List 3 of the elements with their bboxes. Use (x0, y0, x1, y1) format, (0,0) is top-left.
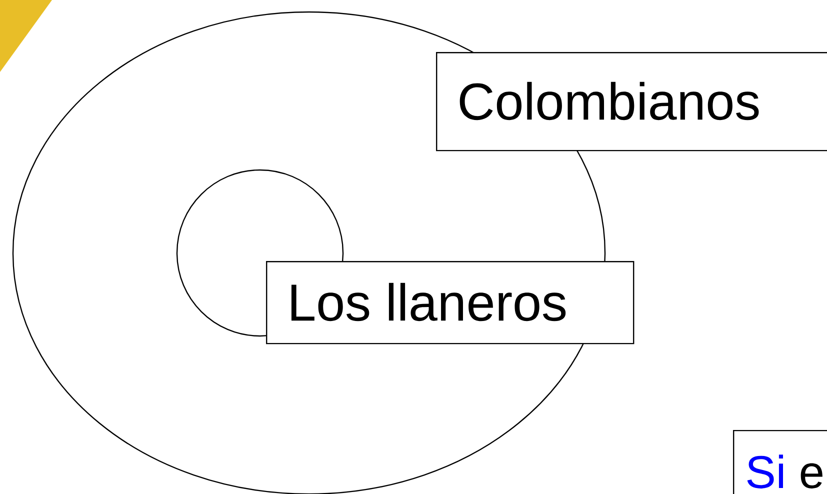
label-box: Si e (733, 430, 827, 494)
label-box: Colombianos (436, 52, 827, 152)
label-box: Los llaneros (266, 260, 634, 344)
